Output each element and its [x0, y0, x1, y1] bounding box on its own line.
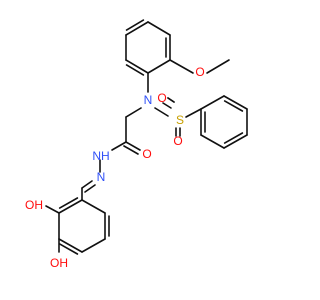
phenyl-bond-1	[200, 95, 225, 110]
methoxy-bond-ring-o	[169, 59, 194, 74]
hydrazone-nitrogen-label: N	[97, 170, 106, 184]
so-left-bond-second-line	[167, 97, 175, 103]
methoxyphenyl-bond-1	[147, 21, 171, 36]
carbonyl-double-a	[125, 141, 141, 151]
n-s-bond	[154, 107, 169, 117]
dihydroxyphenyl-bond-3	[81, 238, 106, 253]
nitrogen-label: N	[144, 93, 153, 107]
phenyl-bond-4-second-line	[223, 132, 244, 144]
dihydroxyphenyl-bond-4	[58, 238, 83, 253]
sulfonyl-oxygen-left-label: O	[157, 91, 166, 105]
methoxyphenyl-bond-4-second-line	[125, 64, 145, 76]
methoxyphenyl-bond-3	[147, 59, 171, 74]
n-ch-double-b	[84, 184, 96, 193]
n-ch2-bond	[125, 107, 142, 118]
carbonyl-double-b	[123, 145, 139, 155]
phenyl-bond-2	[223, 95, 248, 110]
so-left-bond-b	[162, 102, 172, 109]
dihydroxyphenyl-bond-6	[58, 199, 83, 214]
carbonyl-oxygen-label: O	[142, 147, 151, 161]
phenyl-bond-4	[223, 134, 248, 149]
oh-top-bond	[45, 205, 60, 214]
carbonyl-nh-bond	[111, 141, 127, 151]
n-ch-double-a	[81, 180, 93, 189]
dihydroxyphenyl-bond-1	[81, 199, 106, 214]
hydrazide-nh-label: NH	[92, 149, 109, 163]
bond-layer	[45, 19, 248, 255]
phenyl-bond-5	[200, 134, 225, 149]
dihydroxyphenyl-bond-6-second-line	[58, 197, 79, 209]
phenyl-bond-2-second-line	[223, 100, 244, 112]
so-phenyl-bond	[185, 108, 202, 118]
molecule-structure: NSOOOONHHNOHOH	[25, 19, 248, 270]
methoxyphenyl-bond-4	[125, 59, 149, 74]
sulfur-label: S	[176, 113, 184, 127]
hydroxyl-bottom-label: OH	[50, 256, 68, 270]
dihydroxyphenyl-bond-4-second-line	[58, 243, 79, 255]
atom-label-layer: NSOOOONHHNOHOH	[25, 65, 205, 270]
methoxy-bond-o-ch3	[206, 59, 230, 74]
methoxyphenyl-bond-6	[125, 21, 149, 36]
hydroxyl-top-label: OH	[25, 198, 43, 212]
methoxyphenyl-bond-6-second-line	[125, 19, 145, 31]
methoxy-oxygen-label: O	[195, 65, 204, 79]
sulfonyl-oxygen-bottom-label: O	[173, 134, 182, 148]
